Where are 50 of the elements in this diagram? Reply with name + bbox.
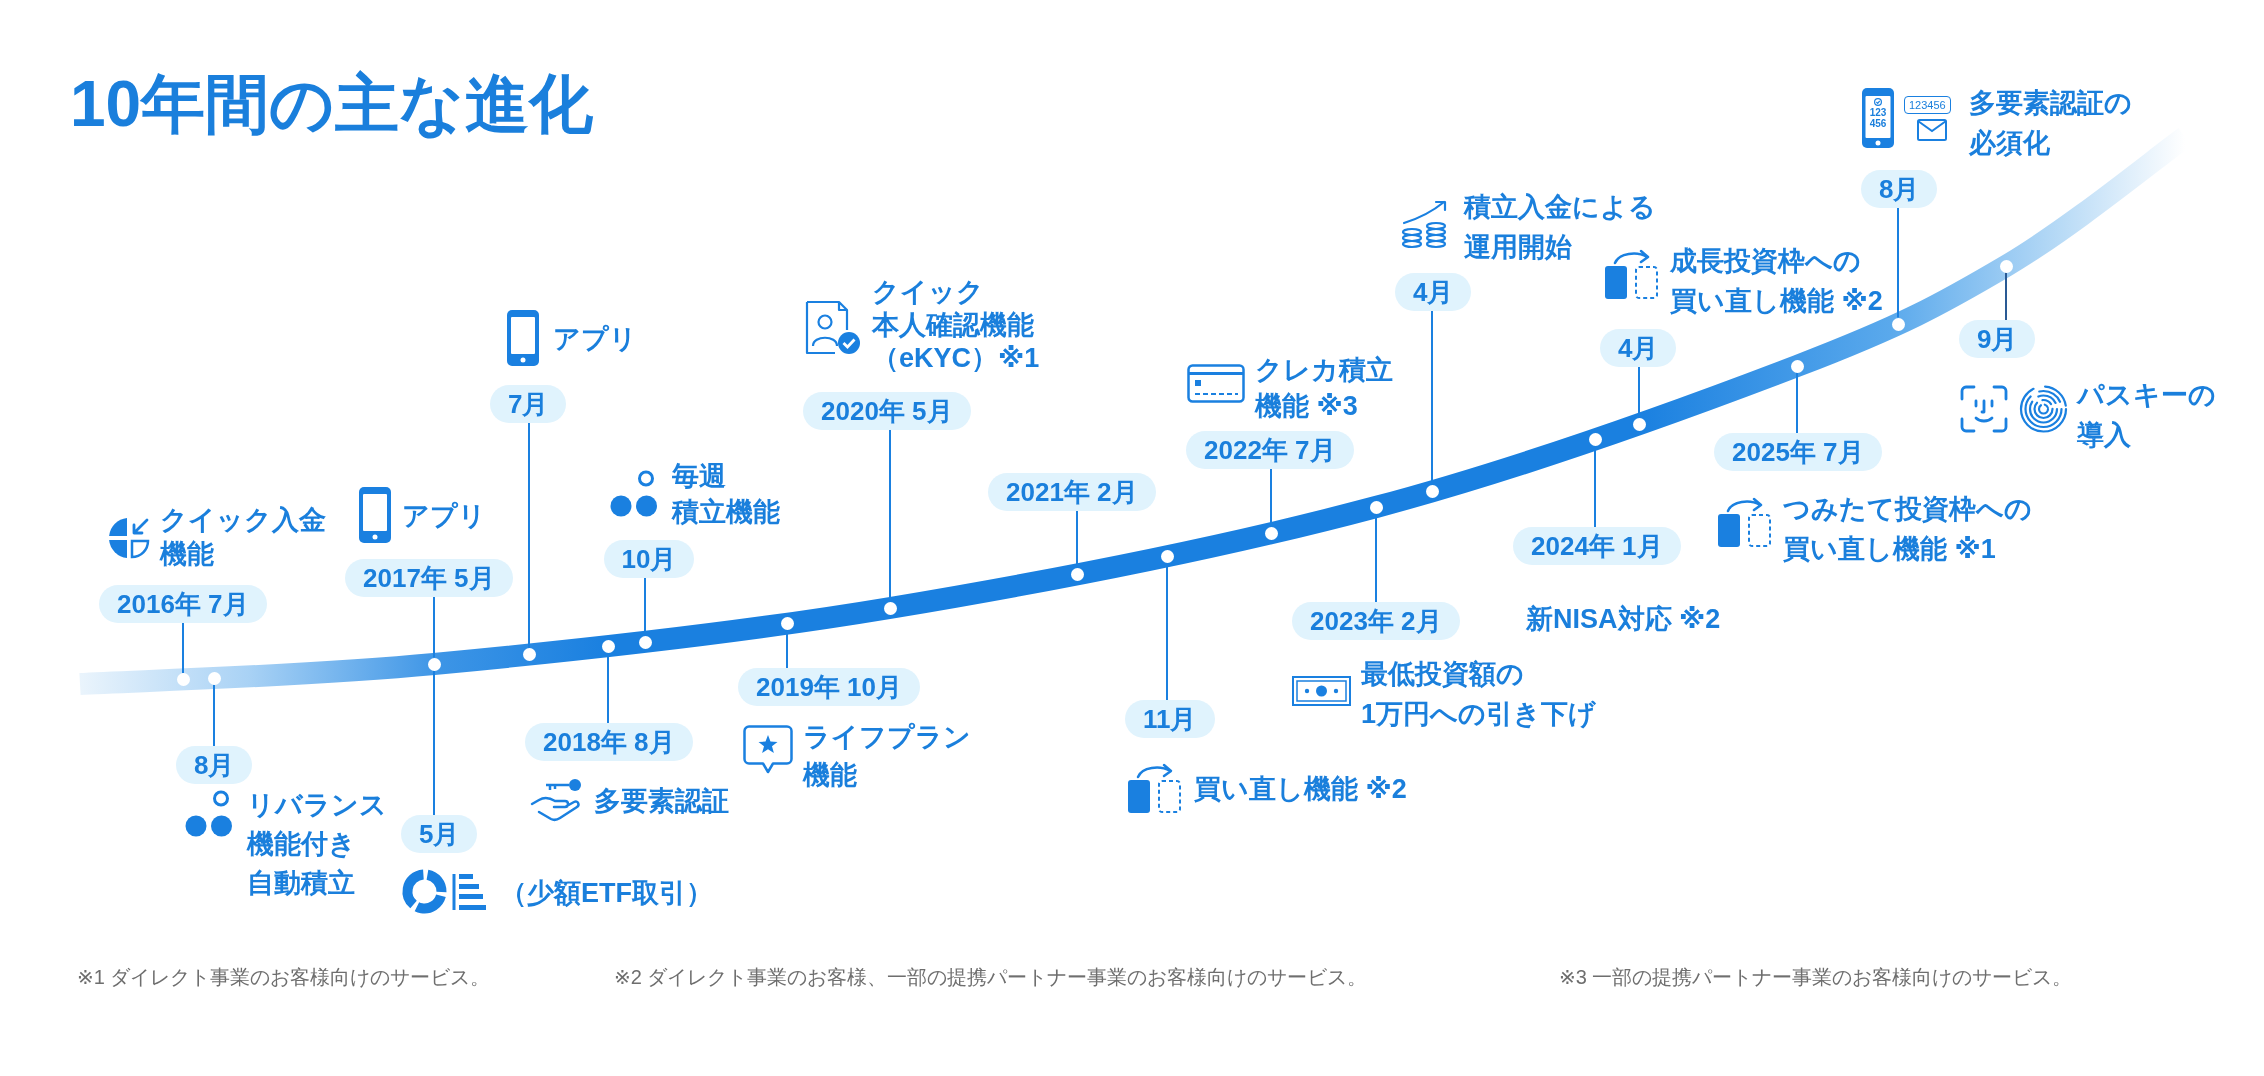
feature-label: （少額ETF取引） — [500, 877, 713, 910]
date-label: 7月 — [490, 385, 567, 423]
feature-label: アプリ — [553, 323, 637, 356]
footnote: ※1 ダイレクト事業のお客様向けのサービス。 — [77, 965, 491, 990]
feature-label: 成長投資枠への買い直し機能 ※2 — [1670, 245, 1883, 318]
date-label: 2018年 8月 — [525, 723, 693, 761]
date-label: 8月 — [176, 746, 253, 784]
feature-label: 多要素認証 — [594, 785, 729, 818]
feature-label: 新NISA対応 ※2 — [1526, 603, 1721, 636]
code-text: 123 456 — [1868, 107, 1888, 129]
date-label: 2022年 7月 — [1186, 431, 1354, 469]
feature-label: 最低投資額の1万円への引き下げ — [1361, 658, 1597, 731]
date-label: 2025年 7月 — [1714, 433, 1882, 471]
stem-line — [2005, 271, 2007, 321]
feature-label: 多要素認証の必須化 — [1969, 87, 2132, 160]
feature-label: クイック入金機能 — [160, 504, 326, 571]
stem-line — [433, 596, 435, 659]
stem-line — [182, 622, 184, 675]
feature-label: リバランス機能付き自動積立 — [247, 789, 387, 900]
stem-line — [433, 669, 435, 816]
date-label: 2020年 5月 — [803, 392, 971, 430]
feature-label: アプリ — [402, 500, 486, 533]
code-bubble: 123456 — [1904, 96, 1951, 114]
footnote: ※3 一部の提携パートナー事業のお客様向けのサービス。 — [1559, 965, 2073, 990]
footnote: ※2 ダイレクト事業のお客様、一部の提携パートナー事業のお客様向けのサービス。 — [614, 965, 1368, 990]
feature-label: パスキーの導入 — [2077, 379, 2216, 452]
date-label: 2016年 7月 — [99, 585, 267, 623]
date-label: 8月 — [1861, 170, 1938, 208]
date-label: 4月 — [1395, 273, 1472, 311]
feature-label: つみたて投資枠への買い直し機能 ※1 — [1783, 493, 2032, 566]
date-label: 2024年 1月 — [1513, 527, 1681, 565]
stem-line — [1897, 207, 1899, 319]
feature-label: 買い直し機能 ※2 — [1194, 773, 1407, 806]
date-label: 5月 — [401, 815, 478, 853]
date-label: 4月 — [1600, 329, 1677, 367]
stem-line — [213, 683, 215, 747]
feature-label: クイック本人確認機能（eKYC）※1 — [872, 276, 1040, 375]
stem-line — [1796, 371, 1798, 434]
date-label: 2021年 2月 — [988, 473, 1156, 511]
feature-label: クレカ積立機能 ※3 — [1255, 354, 1393, 423]
date-label: 11月 — [1125, 700, 1215, 738]
date-label: 2017年 5月 — [345, 559, 513, 597]
stem-line — [528, 422, 530, 650]
date-label: 9月 — [1959, 320, 2036, 358]
feature-label: 毎週積立機能 — [672, 460, 780, 529]
date-label: 2019年 10月 — [738, 668, 920, 706]
feature-label: ライフプラン機能 — [803, 721, 971, 792]
date-label: 10月 — [603, 540, 695, 578]
feature-label: 積立入金による運用開始 — [1464, 191, 1656, 264]
date-label: 2023年 2月 — [1292, 602, 1460, 640]
